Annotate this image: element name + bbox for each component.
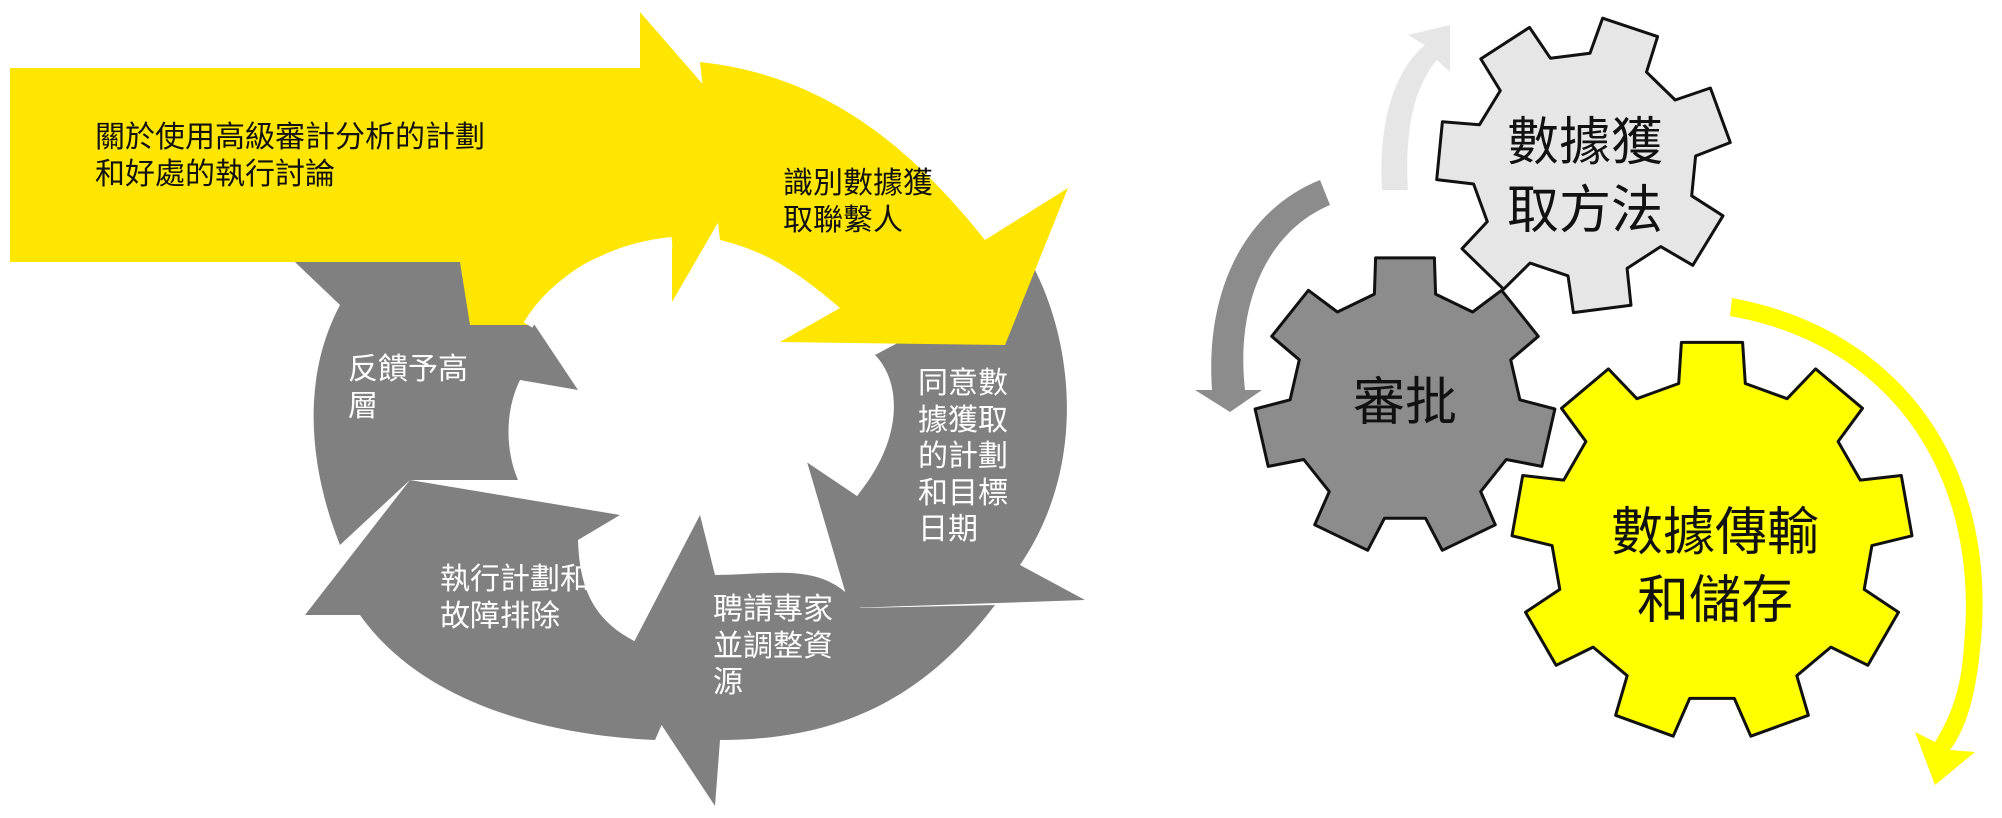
- gear-bottom-shape: [1510, 340, 1914, 738]
- step-hire-experts-label: 聘請專家並調整資源: [713, 592, 833, 701]
- light-grey-curved-arrow: [1381, 25, 1450, 190]
- gear-top-label: 數據獲取方法: [1506, 113, 1663, 241]
- step-execute-label: 執行計劃和故障排除: [440, 562, 590, 634]
- cycle-segment-plan-agreement: [805, 270, 1085, 608]
- gear-approval: [1253, 256, 1557, 552]
- gear-bottom-label: 數據傳輸和儲存: [1610, 503, 1819, 631]
- step-identify-contacts-label: 識別數據獲取聯繫人: [783, 166, 933, 238]
- gear-middle-label: 審批: [1352, 373, 1457, 433]
- mid-grey-curved-arrow: [1195, 180, 1330, 412]
- cycle-segment-hire-experts: [622, 515, 995, 806]
- cycle-intro-arrow: [10, 12, 760, 325]
- step-plan-agreement-label: 同意數據獲取的計劃和目標日期: [918, 366, 1008, 548]
- gear-data-acquisition: [1435, 16, 1732, 315]
- gear-data-transfer: [1510, 340, 1914, 738]
- gear-middle-shape: [1253, 256, 1557, 552]
- step-feedback-label: 反饋予高層: [348, 352, 468, 424]
- yellow-curved-arrow: [1730, 298, 1983, 785]
- intro-label: 關於使用高級審計分析的計劃和好處的執行討論: [95, 120, 485, 192]
- cycle-segment-execute: [305, 480, 690, 740]
- cycle-segment-identify-contacts: [700, 62, 1068, 345]
- gear-top-shape: [1435, 16, 1732, 315]
